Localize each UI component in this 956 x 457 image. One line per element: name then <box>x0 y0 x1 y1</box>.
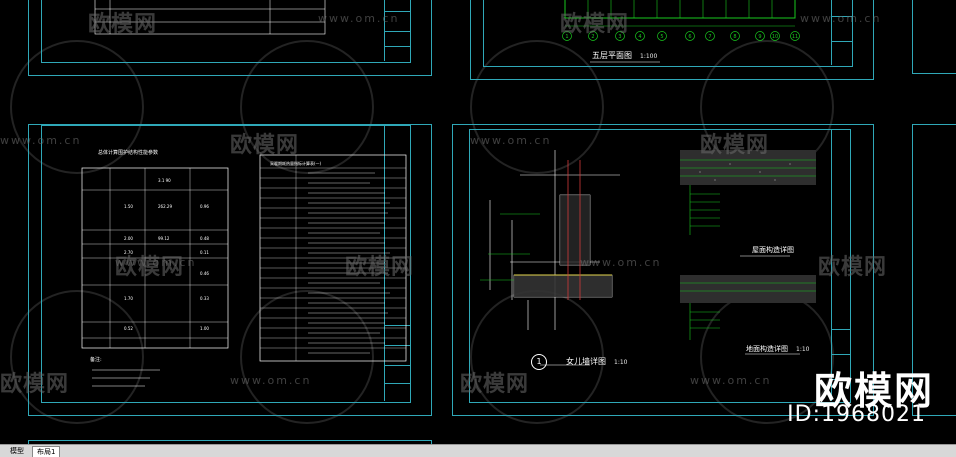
floor-plan-fragment: 1 2 3 4 5 6 7 8 9 10 11 <box>562 0 800 63</box>
svg-text:262.29: 262.29 <box>158 204 172 209</box>
svg-text:0.48: 0.48 <box>200 236 209 241</box>
watermark-circle <box>470 40 604 174</box>
axis-label: 8 <box>733 34 736 40</box>
watermark-url: www.om.cn <box>470 134 552 147</box>
watermark-url: www.om.cn <box>115 256 197 269</box>
watermark-url: www.om.cn <box>0 134 82 147</box>
watermark-logo: 欧模网 <box>115 255 185 280</box>
drawing-sheet-top-right <box>912 0 956 74</box>
watermark-url: www.om.cn <box>230 374 312 387</box>
svg-text:2.70: 2.70 <box>124 250 133 255</box>
title-block <box>831 0 852 65</box>
watermark-url: www.om.cn <box>800 12 882 25</box>
svg-text:3.1 90: 3.1 90 <box>158 178 171 183</box>
table-notes: 备注: <box>90 357 102 363</box>
layout-tab-bar: 模型 布局1 <box>0 444 956 457</box>
watermark-url: www.om.cn <box>318 12 400 25</box>
watermark-circle <box>240 290 374 424</box>
axis-label: 3 <box>618 34 621 40</box>
watermark-logo: 欧模网 <box>818 255 888 280</box>
drawing-sheet-details <box>452 124 874 416</box>
watermark-logo: 欧模网 <box>345 255 415 280</box>
sheet-inner-frame <box>41 0 411 63</box>
svg-text:1.70: 1.70 <box>124 296 133 301</box>
axis-label: 11 <box>792 34 798 40</box>
svg-text:0.11: 0.11 <box>200 250 209 255</box>
watermark-logo: 欧模网 <box>700 133 770 158</box>
watermark-url: www.om.cn <box>580 256 662 269</box>
svg-text:1.00: 1.00 <box>200 326 209 331</box>
sheet-inner-frame <box>469 129 851 403</box>
watermark-logo: 欧模网 <box>0 372 70 397</box>
title-block <box>831 129 850 401</box>
axis-label: 10 <box>772 34 778 40</box>
svg-text:2.00: 2.00 <box>124 236 133 241</box>
drawing-sheet-bottom-left <box>28 440 432 444</box>
right-table-title: 采暖期耗热量指标计算表(一) <box>270 161 322 166</box>
roof-detail-title: 屋面构造详图 <box>752 246 794 254</box>
watermark-logo: 欧模网 <box>560 12 630 37</box>
top-left-table-lines <box>94 0 326 35</box>
svg-text:0.46: 0.46 <box>200 271 209 276</box>
parapet-detail-number: 1 <box>531 354 547 370</box>
axis-label: 1 <box>565 34 568 40</box>
left-table-title: 总体计算围护结构性能参数 <box>98 150 159 156</box>
axis-label: 4 <box>638 34 641 40</box>
heat-consumption-table <box>259 154 407 362</box>
watermark-circle <box>240 40 374 174</box>
brand-id-text: ID:1968021 <box>787 402 926 427</box>
watermark-url: www.om.cn <box>690 374 772 387</box>
axis-label: 9 <box>758 34 761 40</box>
watermark-circle <box>10 290 144 424</box>
axis-label: 7 <box>708 34 711 40</box>
watermark-logo: 欧模网 <box>230 133 300 158</box>
svg-text:99.12: 99.12 <box>158 236 170 241</box>
watermark-logo: 欧模网 <box>88 12 158 37</box>
svg-text:0.96: 0.96 <box>200 204 209 209</box>
parapet-detail-drawing <box>480 150 620 366</box>
watermark-circle <box>10 40 144 174</box>
drawing-sheet-top-left <box>28 0 432 76</box>
sheet-inner-frame <box>41 125 411 403</box>
notes-lines <box>92 369 160 387</box>
drawing-sheet-top-center <box>470 0 874 80</box>
brand-logo-text: 欧模网 <box>813 369 934 413</box>
watermark-logo: 欧模网 <box>460 372 530 397</box>
axis-label: 6 <box>688 34 691 40</box>
svg-text:0.52: 0.52 <box>124 326 133 331</box>
left-performance-table: 1.502.002.70 1.700.52 3.1 90262.2999.12 … <box>81 167 229 349</box>
axis-label: 5 <box>660 34 663 40</box>
svg-text:1.50: 1.50 <box>124 204 133 209</box>
roof-floor-detail-drawings <box>680 150 816 355</box>
svg-text:0.33: 0.33 <box>200 296 209 301</box>
tab-model[interactable]: 模型 <box>10 447 24 455</box>
title-block <box>384 0 410 61</box>
tab-layout1[interactable]: 布局1 <box>32 446 61 457</box>
axis-label: 2 <box>591 34 594 40</box>
sheet-inner-frame <box>483 0 853 67</box>
drawing-sheet-right-edge <box>912 124 956 416</box>
